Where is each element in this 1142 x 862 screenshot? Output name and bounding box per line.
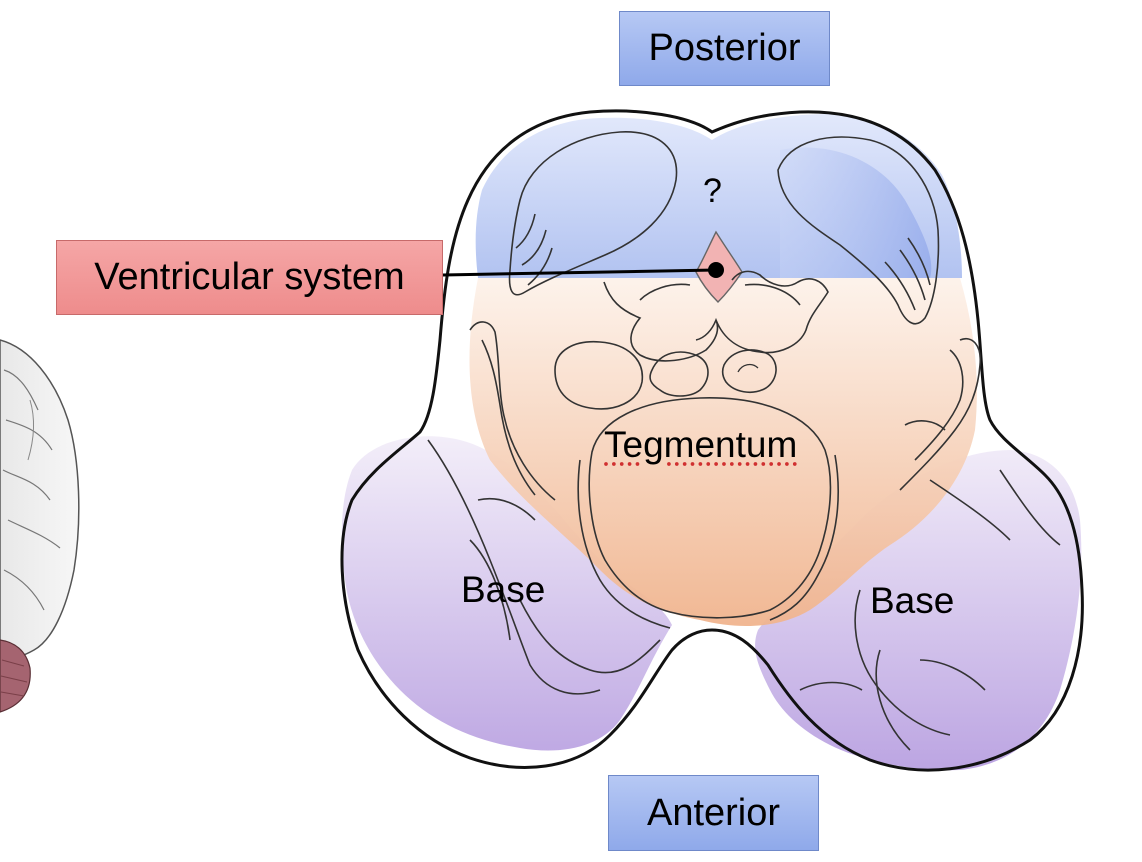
brainstem-outline bbox=[340, 109, 1084, 772]
base-right-label: Base bbox=[870, 580, 955, 621]
ventricular-pointer bbox=[442, 262, 724, 278]
anterior-label: Anterior bbox=[608, 775, 819, 851]
ventricular-system-label: Ventricular system bbox=[56, 240, 443, 315]
brain-icon bbox=[0, 339, 80, 713]
unknown-region-label: ? bbox=[703, 172, 722, 210]
posterior-label: Posterior bbox=[619, 11, 830, 86]
tegmentum-label-wrap: Tegmentum bbox=[604, 424, 797, 466]
base-left-label: Base bbox=[461, 569, 546, 610]
tegmentum-label: Tegmentum bbox=[604, 424, 798, 465]
